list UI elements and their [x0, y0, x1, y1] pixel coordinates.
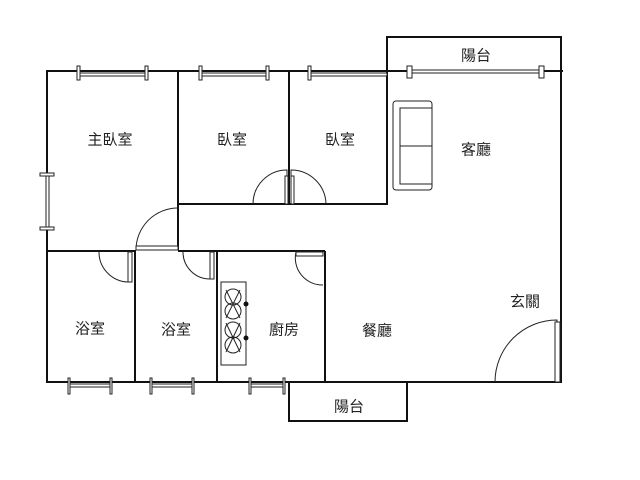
sofa-icon: [392, 100, 433, 191]
room-label-kitchen: 廚房: [269, 321, 299, 339]
stove-icon: [220, 281, 249, 366]
room-label-balcony-bottom: 陽台: [334, 398, 364, 416]
room-label-bathroom-1: 浴室: [75, 320, 105, 338]
room-label-bedroom-2: 臥室: [325, 131, 355, 149]
room-label-bathroom-2: 浴室: [161, 321, 191, 339]
walls: [46, 36, 563, 422]
doors: [98, 169, 561, 383]
room-label-bedroom-1: 臥室: [217, 131, 247, 149]
room-label-entrance: 玄關: [510, 293, 540, 311]
room-label-master-bedroom: 主臥室: [87, 131, 132, 149]
room-label-living-room: 客廳: [461, 141, 491, 159]
room-label-dining-room: 餐廳: [362, 322, 392, 340]
room-label-balcony-top: 陽台: [461, 47, 491, 65]
windows: [39, 65, 545, 395]
